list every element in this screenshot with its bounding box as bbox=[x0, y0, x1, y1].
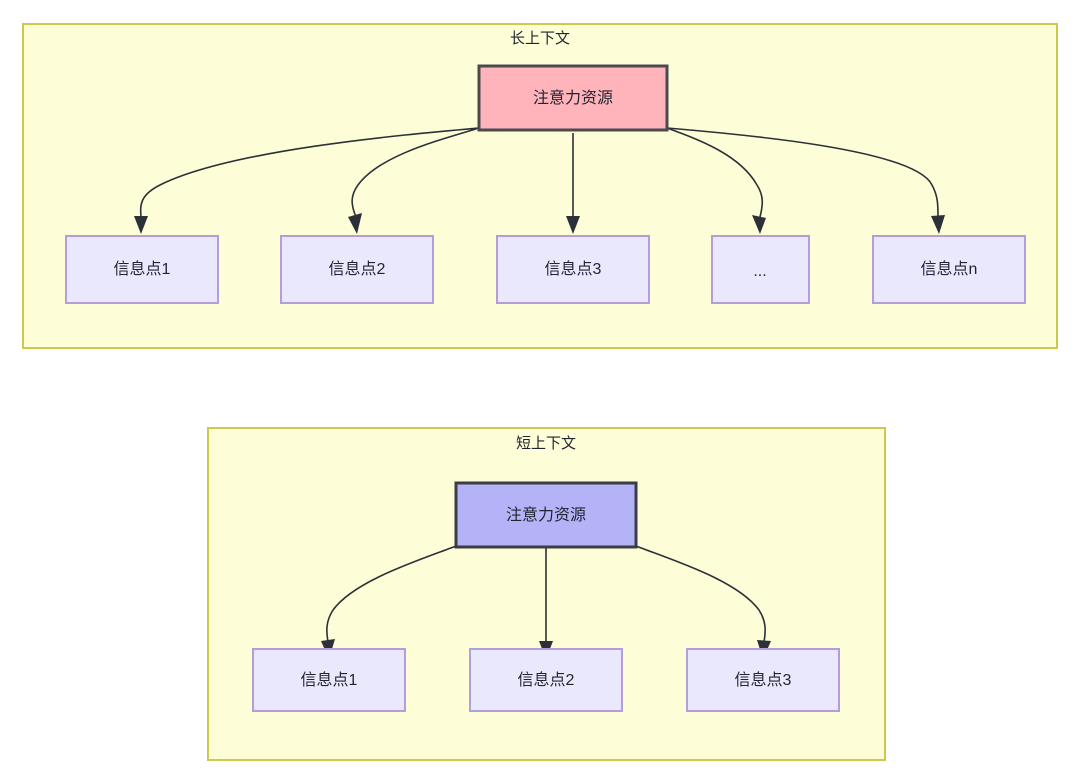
leaf-label: 信息点1 bbox=[301, 671, 358, 689]
long-context-attention-label: 注意力资源 bbox=[533, 88, 613, 107]
edge-root-to-leaf-5 bbox=[666, 127, 939, 218]
leaf-node[interactable]: 信息点3 bbox=[686, 648, 840, 712]
leaf-rect bbox=[469, 648, 623, 712]
leaf-label: 信息点2 bbox=[518, 671, 575, 689]
leaf-node[interactable]: 信息点n bbox=[872, 235, 1026, 304]
leaf-node-ellipsis[interactable]: ... bbox=[711, 235, 810, 304]
long-context-attention-node[interactable]: 注意力资源 bbox=[477, 64, 669, 132]
leaf-label: 信息点2 bbox=[329, 260, 386, 278]
arrowhead-leaf-2 bbox=[348, 213, 362, 234]
long-context-edges bbox=[134, 127, 945, 234]
leaf-rect bbox=[686, 648, 840, 712]
leaf-rect bbox=[872, 235, 1026, 304]
leaf-label: 信息点3 bbox=[735, 671, 792, 689]
long-context-attention-rect bbox=[477, 64, 669, 132]
short-context-attention-rect bbox=[454, 481, 638, 549]
arrowhead-leaf-5 bbox=[931, 215, 945, 234]
short-context-attention-node[interactable]: 注意力资源 bbox=[454, 481, 638, 549]
long-context-title: 长上下文 bbox=[510, 30, 570, 47]
edge-root-to-leaf-2 bbox=[635, 545, 766, 643]
leaf-node[interactable]: 信息点2 bbox=[280, 235, 434, 304]
arrowhead-leaf-3 bbox=[566, 216, 580, 234]
leaf-label: 信息点n bbox=[921, 260, 978, 278]
leaf-node[interactable]: 信息点1 bbox=[252, 648, 406, 712]
edge-root-to-leaf-1 bbox=[139, 127, 480, 218]
section-short-context: 短上下文 注意力资源 信息点1 信息点2 bbox=[207, 427, 886, 761]
leaf-node[interactable]: 信息点3 bbox=[496, 235, 650, 304]
leaf-label: 信息点3 bbox=[545, 260, 602, 278]
arrowhead-leaf-1 bbox=[134, 216, 148, 234]
leaf-rect bbox=[711, 235, 810, 304]
edge-root-to-leaf-4 bbox=[666, 127, 764, 218]
leaf-node[interactable]: 信息点1 bbox=[65, 235, 219, 304]
section-long-context: 长上下文 注意力资源 信息 bbox=[22, 23, 1058, 349]
leaf-rect bbox=[65, 235, 219, 304]
edge-root-to-leaf-1 bbox=[326, 545, 457, 643]
leaf-rect bbox=[496, 235, 650, 304]
leaf-rect bbox=[280, 235, 434, 304]
short-context-attention-label: 注意力资源 bbox=[506, 505, 586, 524]
edge-root-to-leaf-2 bbox=[351, 127, 480, 218]
arrowhead-leaf-4 bbox=[752, 215, 766, 234]
leaf-label: ... bbox=[753, 263, 766, 280]
leaf-rect bbox=[252, 648, 406, 712]
short-context-title: 短上下文 bbox=[516, 435, 576, 452]
leaf-label: 信息点1 bbox=[114, 260, 171, 278]
leaf-node[interactable]: 信息点2 bbox=[469, 648, 623, 712]
